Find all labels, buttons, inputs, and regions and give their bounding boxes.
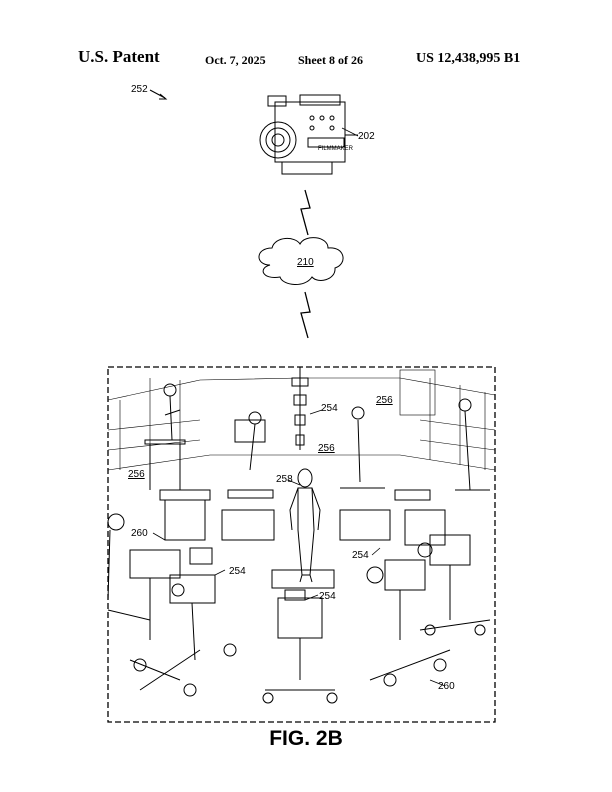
ref-254-center: 254 xyxy=(319,591,336,602)
operator-platform-left xyxy=(144,383,211,541)
ref-254-top: 254 xyxy=(321,403,338,414)
camera-rig-mid-left xyxy=(169,574,216,661)
patent-date: Oct. 7, 2025 xyxy=(205,53,266,67)
camera-rig-right xyxy=(366,534,491,687)
ref-256-mid: 256 xyxy=(318,443,335,454)
ref-252: 252 xyxy=(131,84,148,95)
ref-210: 210 xyxy=(297,257,314,268)
ref-256-right: 256 xyxy=(376,395,393,406)
operator-platform-center-left xyxy=(221,411,275,541)
ref-258: 258 xyxy=(276,474,293,485)
operator-platform-right xyxy=(339,398,490,546)
camera-rig-center xyxy=(262,589,338,704)
scene-frame xyxy=(107,366,496,723)
operator-bottom-left xyxy=(107,513,151,621)
camera-rig-left xyxy=(129,547,237,697)
subject-figure xyxy=(271,468,335,589)
sheet-number: Sheet 8 of 26 xyxy=(298,53,363,67)
network-cloud-icon xyxy=(258,237,344,285)
wireless-link-upper xyxy=(300,189,311,236)
ref-260-left: 260 xyxy=(131,528,148,539)
ref-202: 202 xyxy=(358,131,375,142)
camera-brand-text: FILMMAKER xyxy=(318,146,354,152)
ref-256-left: 256 xyxy=(128,469,145,480)
patent-label: U.S. Patent xyxy=(78,47,160,66)
ref-254-left: 254 xyxy=(229,566,246,577)
ref-260-right: 260 xyxy=(438,681,455,692)
patent-number: US 12,438,995 B1 xyxy=(416,51,521,66)
figure-caption: FIG. 2B xyxy=(269,727,343,750)
ref-254-right: 254 xyxy=(352,550,369,561)
ceiling-rig xyxy=(291,367,309,450)
wireless-link-lower xyxy=(300,291,311,339)
cinema-camera-icon xyxy=(259,94,358,175)
